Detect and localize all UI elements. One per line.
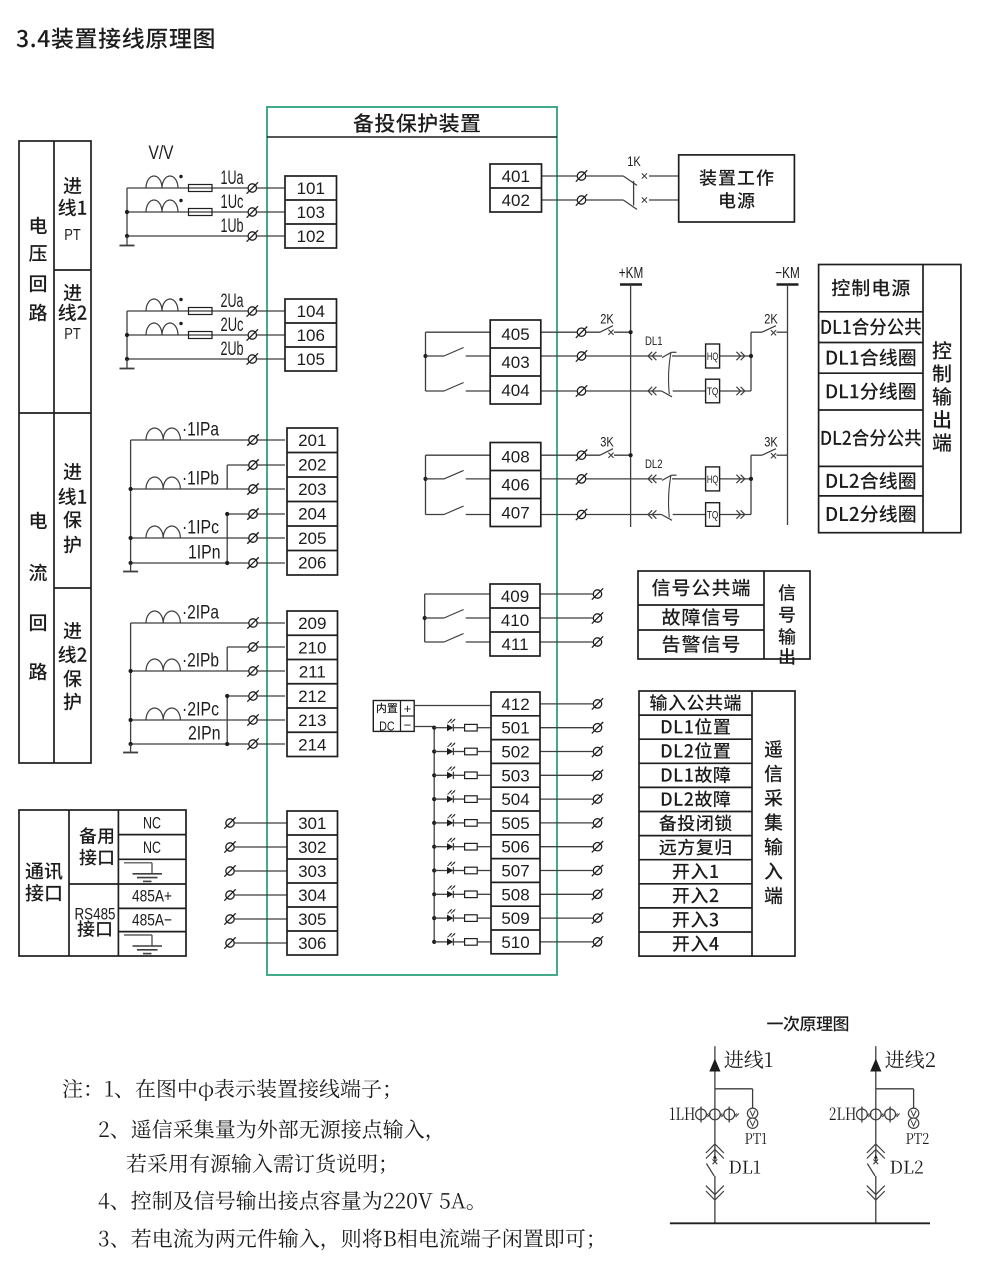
svg-text:2K: 2K xyxy=(764,311,778,327)
svg-text:102: 102 xyxy=(297,227,325,246)
svg-text:1Ub: 1Ub xyxy=(221,216,244,237)
svg-text:2IPn: 2IPn xyxy=(188,724,221,745)
svg-text:2Ub: 2Ub xyxy=(221,339,244,360)
svg-text:213: 213 xyxy=(298,711,326,730)
svg-text:301: 301 xyxy=(298,814,326,833)
svg-text:403: 403 xyxy=(501,353,529,372)
svg-text:RS485: RS485 xyxy=(75,905,116,924)
svg-text:485A+: 485A+ xyxy=(132,887,172,906)
svg-text:409: 409 xyxy=(501,587,529,606)
svg-text:103: 103 xyxy=(297,203,325,222)
svg-text:304: 304 xyxy=(298,886,326,905)
svg-text:502: 502 xyxy=(501,742,529,761)
svg-text:501: 501 xyxy=(501,719,529,738)
svg-text:2Uc: 2Uc xyxy=(221,315,244,336)
svg-text:+KM: +KM xyxy=(619,265,644,282)
svg-text:407: 407 xyxy=(501,503,529,522)
svg-text:·1IPc: ·1IPc xyxy=(182,518,219,539)
svg-text:204: 204 xyxy=(298,505,326,524)
svg-text:211: 211 xyxy=(299,663,326,682)
svg-text:402: 402 xyxy=(502,191,530,210)
svg-text:TQ: TQ xyxy=(707,386,719,398)
svg-text:1Ua: 1Ua xyxy=(221,168,244,189)
svg-text:2Ua: 2Ua xyxy=(221,291,244,312)
svg-text:HQ: HQ xyxy=(707,474,719,486)
svg-text:214: 214 xyxy=(298,735,326,754)
svg-text:TQ: TQ xyxy=(707,510,719,522)
svg-text:PT: PT xyxy=(64,326,81,343)
svg-text:1K: 1K xyxy=(627,153,641,169)
svg-text:509: 509 xyxy=(501,909,529,928)
svg-text:·2IPc: ·2IPc xyxy=(182,700,219,721)
svg-text:405: 405 xyxy=(501,325,529,344)
svg-text:408: 408 xyxy=(501,447,529,466)
svg-text:306: 306 xyxy=(298,934,326,953)
svg-text:505: 505 xyxy=(501,814,529,833)
svg-text:406: 406 xyxy=(501,475,529,494)
svg-text:·2IPb: ·2IPb xyxy=(182,651,219,672)
svg-text:101: 101 xyxy=(297,179,325,198)
svg-text:DC: DC xyxy=(379,719,395,734)
svg-text:504: 504 xyxy=(501,790,529,809)
svg-text:+: + xyxy=(404,701,412,716)
svg-text:507: 507 xyxy=(501,861,529,880)
svg-text:205: 205 xyxy=(298,529,326,548)
svg-text:2K: 2K xyxy=(600,311,614,327)
svg-text:PT: PT xyxy=(64,227,81,244)
svg-text:105: 105 xyxy=(297,350,325,369)
svg-text:HQ: HQ xyxy=(707,351,719,363)
svg-text:209: 209 xyxy=(298,614,326,633)
svg-text:210: 210 xyxy=(298,638,326,657)
svg-text:1Uc: 1Uc xyxy=(221,192,244,213)
svg-text:NC: NC xyxy=(143,838,161,857)
svg-text:508: 508 xyxy=(501,885,529,904)
svg-text:201: 201 xyxy=(298,431,326,450)
svg-text:203: 203 xyxy=(298,480,326,499)
svg-text:412: 412 xyxy=(501,695,529,714)
svg-text:1IPn: 1IPn xyxy=(188,543,221,564)
svg-text:401: 401 xyxy=(502,167,530,186)
svg-text:·1IPb: ·1IPb xyxy=(182,469,219,490)
svg-text:485A−: 485A− xyxy=(132,911,172,930)
svg-text:206: 206 xyxy=(298,554,326,573)
svg-text:303: 303 xyxy=(298,862,326,881)
svg-text:302: 302 xyxy=(298,838,326,857)
svg-text:104: 104 xyxy=(297,302,325,321)
svg-text:305: 305 xyxy=(298,910,326,929)
svg-text:404: 404 xyxy=(501,381,529,400)
svg-text:V/V: V/V xyxy=(149,143,174,164)
svg-text:3K: 3K xyxy=(764,434,778,450)
svg-text:106: 106 xyxy=(297,326,325,345)
svg-text:510: 510 xyxy=(501,933,529,952)
svg-text:·1IPa: ·1IPa xyxy=(182,420,219,441)
svg-text:410: 410 xyxy=(501,611,529,630)
svg-text:DL1: DL1 xyxy=(645,334,663,348)
svg-text:·2IPa: ·2IPa xyxy=(182,603,219,624)
svg-text:411: 411 xyxy=(501,635,528,654)
svg-text:NC: NC xyxy=(143,814,161,833)
svg-text:−: − xyxy=(404,718,412,733)
svg-text:506: 506 xyxy=(501,838,529,857)
svg-text:−KM: −KM xyxy=(775,265,800,282)
svg-text:202: 202 xyxy=(298,456,326,475)
svg-text:DL2: DL2 xyxy=(645,457,663,471)
svg-text:3K: 3K xyxy=(600,434,614,450)
svg-text:212: 212 xyxy=(298,687,326,706)
svg-text:503: 503 xyxy=(501,766,529,785)
